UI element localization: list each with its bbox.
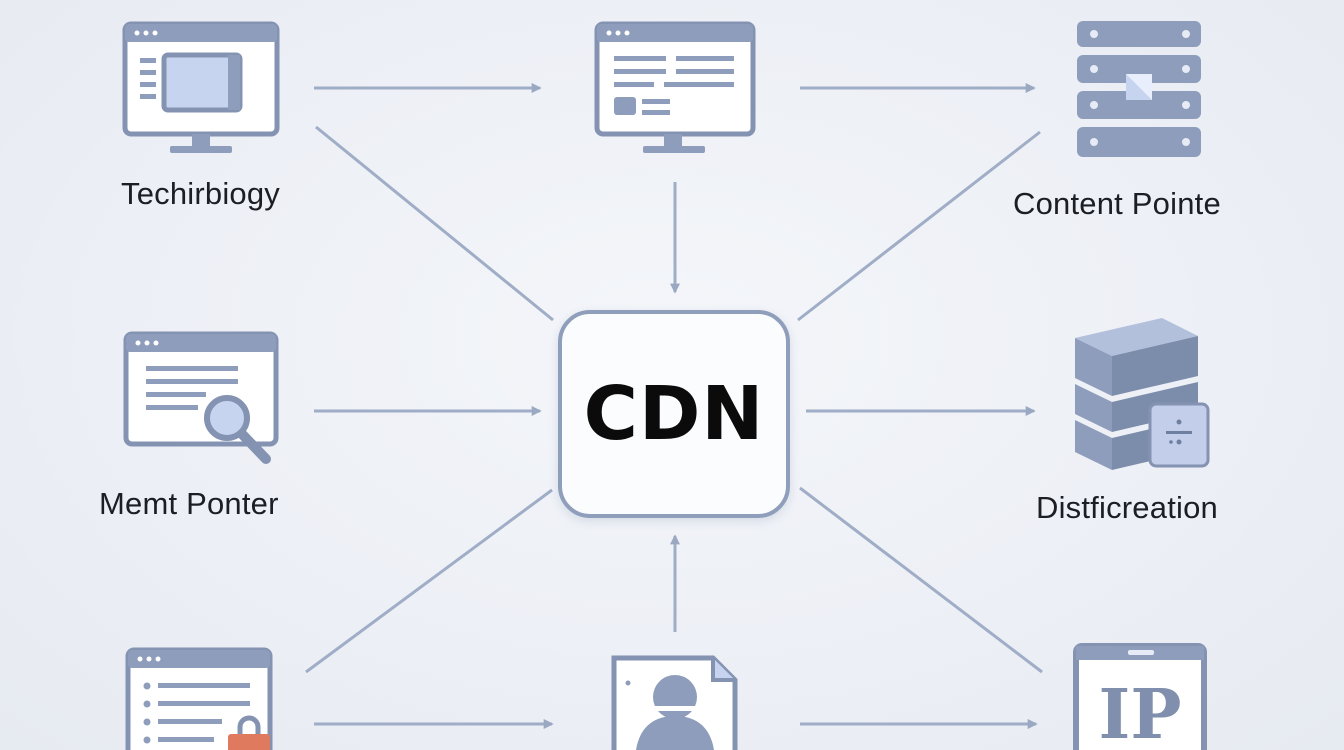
line-topright-to-cdn [797, 130, 1041, 322]
node-label-top-left: Techirbiogy [121, 176, 281, 211]
node-label-middle-right: Distficreation [1036, 490, 1218, 525]
cdn-label: CDN [583, 371, 765, 457]
node-label-top-right: Content Pointe [1013, 186, 1221, 221]
ip-badge-text: IP [1099, 675, 1182, 750]
monitor-list-icon [594, 21, 756, 153]
browser-search-icon [123, 331, 279, 464]
connectors [305, 83, 1043, 729]
database-server-icon [1075, 318, 1210, 470]
monitor-window-icon [122, 21, 280, 153]
cdn-node: CDN [558, 310, 790, 518]
line-bottomleft-to-cdn [305, 488, 553, 674]
server-rack-icon [1077, 21, 1201, 157]
line-topleft-to-cdn [315, 125, 554, 322]
user-document-icon [611, 655, 738, 750]
browser-list-lock-icon [125, 647, 273, 750]
ip-tablet-icon: IP [1073, 643, 1207, 750]
node-label-middle-left: Memt Ponter [99, 486, 279, 521]
line-bottomright-to-cdn [799, 486, 1043, 674]
